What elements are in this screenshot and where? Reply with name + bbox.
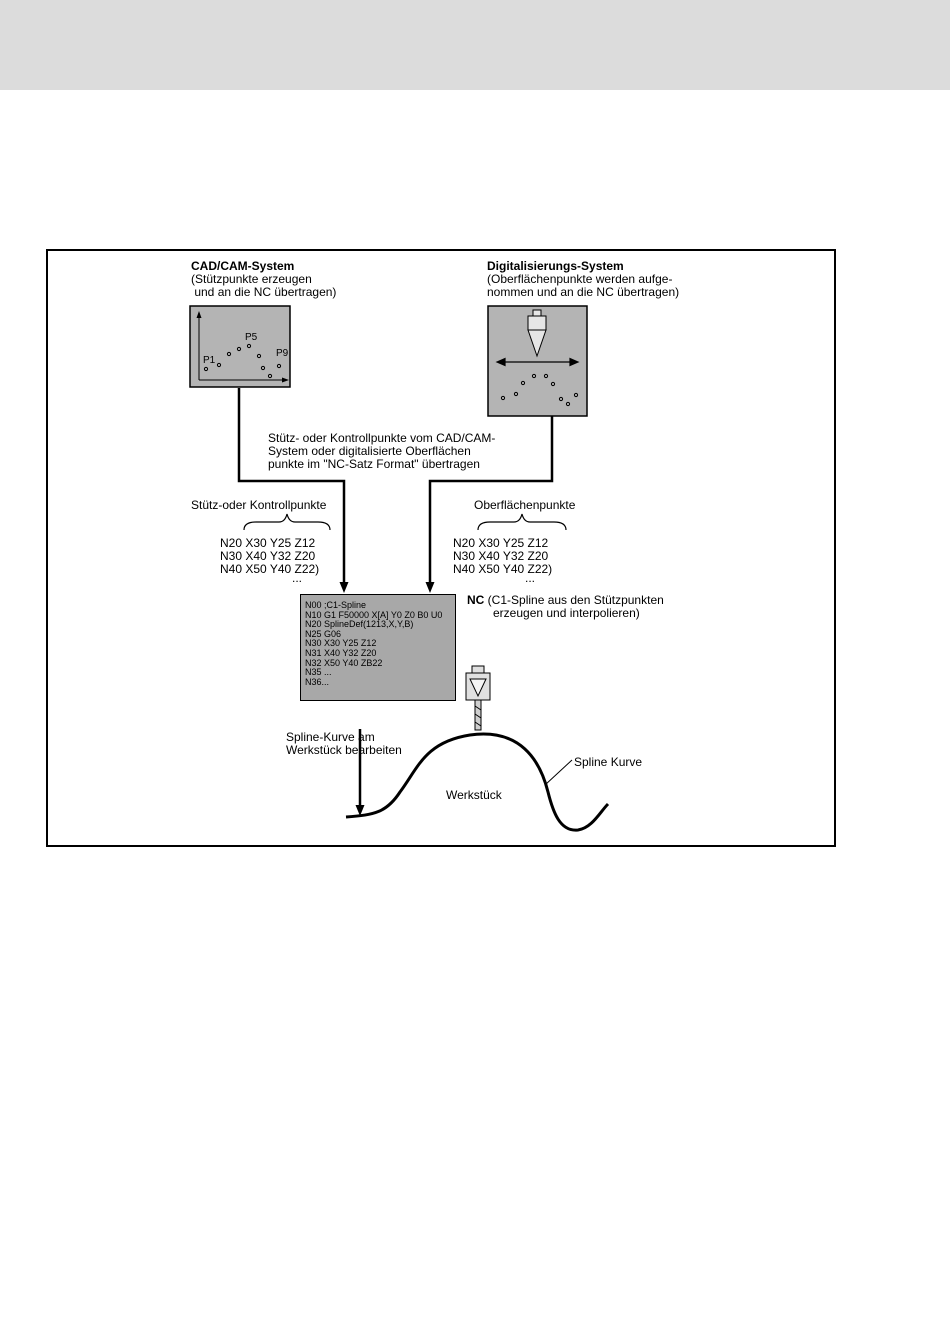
right-group-line: N30 X40 Y32 Z20 [453,549,549,563]
digi-desc-line2: nommen und an die NC übertragen) [487,285,680,299]
left-group-ellipsis: ... [292,571,303,585]
workpiece-label: Werkstück [446,788,502,802]
right-group-ellipsis: ... [525,571,536,585]
nc-program-line: N36... [305,676,330,687]
nc-label-line2: erzeugen und interpolieren) [493,606,640,620]
flow-lines [237,388,554,808]
left-group-line: N40 X50 Y40 Z22) [220,562,320,576]
nc-program-line: N30 X30 Y25 Z12 [305,638,377,649]
cad-label-p1: P1 [203,355,216,366]
cad-desc-line2: und an die NC übertragen) [191,285,337,299]
arrow-to-workpiece [355,805,365,816]
right-group-line: N20 X30 Y25 Z12 [453,536,549,550]
spline-pointer [544,759,573,786]
nc-program-line: N20 SplineDef(1213,X,Y,B) [305,619,414,630]
tool-icon [465,665,491,731]
digi-desc-line1: (Oberflächenpunkte werden aufge- [487,272,673,286]
digi-title: Digitalisierungs-System [487,259,624,273]
left-group-line: N20 X30 Y25 Z12 [220,536,316,550]
right-group-label: Oberflächenpunkte [474,498,576,512]
cad-axis-arrow-x [282,377,289,383]
nc-program-line: N00 ;C1-Spline [305,600,367,610]
nc-program-box: N00 ;C1-Spline N10 G1 F50000 X[A] Y0 Z0 … [300,594,456,701]
cad-axis-arrow-y [196,311,202,318]
cad-title: CAD/CAM-System [191,259,295,273]
diagram-frame [46,249,836,847]
left-group-line: N30 X40 Y32 Z20 [220,549,316,563]
left-brace [243,513,331,531]
left-group-label: Stütz-oder Kontrollpunkte [191,498,327,512]
transfer-note-line3: punkte im "NC-Satz Format" übertragen [268,457,480,471]
nc-program-line: N25 G06 [305,628,342,639]
nc-program-line: N35 ... [305,667,332,678]
cad-plot-axes [198,313,287,381]
arrow-left-to-nc [339,582,349,593]
transfer-note-line2: System oder digitalisierte Oberflächen [268,444,471,458]
machining-line1: Spline-Kurve am [286,730,375,744]
right-brace [477,513,567,531]
double-arrow [495,357,580,367]
cad-label-p9: P9 [276,348,289,359]
probe-icon [527,309,547,358]
nc-program-line: N31 X40 Y32 Z20 [305,647,377,658]
spline-curve [345,732,610,832]
cad-label-p5: P5 [245,332,258,343]
right-group-line: N40 X50 Y40 Z22) [453,562,553,576]
page-header-band [0,0,950,90]
nc-label-bold: NC [467,593,485,607]
cad-points [203,343,282,379]
machining-line2: Werkstück bearbeiten [286,743,402,757]
spline-label: Spline Kurve [574,755,643,769]
nc-program-line: N32 X50 Y40 ZB22 [305,657,383,668]
transfer-note-line1: Stütz- oder Kontrollpunkte vom CAD/CAM- [268,431,496,445]
digi-points [500,373,579,407]
cad-plot-box [189,305,291,388]
nc-label-line1: NC (C1-Spline aus den Stützpunkten [467,594,664,607]
nc-program-line: N10 G1 F50000 X[A] Y0 Z0 B0 U0 [305,609,443,620]
cad-desc-line1: (Stützpunkte erzeugen [191,272,312,286]
arrow-right-to-nc [425,582,435,593]
nc-label-text: (C1-Spline aus den Stützpunkten [484,593,664,607]
